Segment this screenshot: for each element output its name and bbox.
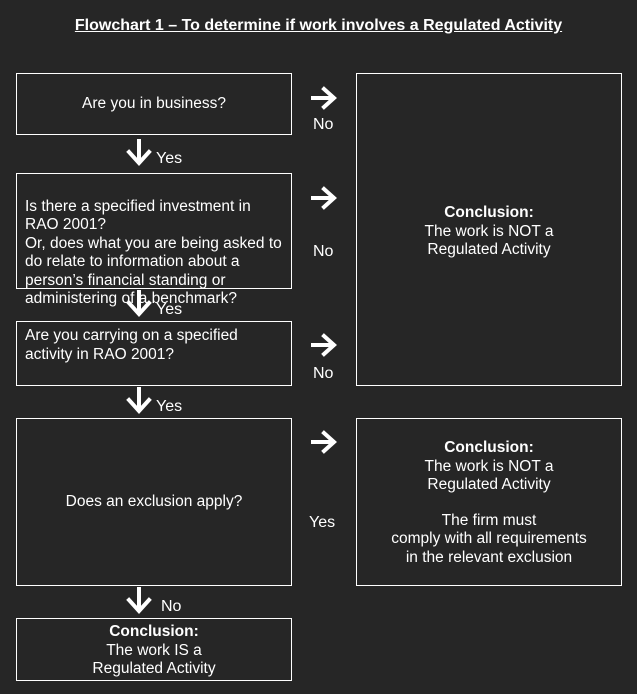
question-specified-investment: Is there a specified investment in RAO 2… — [16, 173, 292, 307]
yes-down-label-3: Yes — [156, 398, 183, 415]
conclusion-exclusion-line1: The work is NOT a — [424, 457, 554, 475]
conclusion-exclusion-line2: Regulated Activity — [427, 476, 551, 493]
yes-down-label-1: Yes — [156, 150, 183, 167]
arrow-down-icon — [126, 387, 152, 414]
conclusion-not-line1: The work is NOT a — [424, 222, 554, 240]
conclusion-not-regulated: Conclusion: The work is NOT a Regulated … — [356, 73, 622, 386]
conclusion-is-heading: Conclusion: — [109, 623, 199, 640]
arrow-down-icon — [126, 587, 152, 614]
conclusion-not-line2: Regulated Activity — [427, 241, 551, 258]
arrow-down-icon — [126, 139, 152, 166]
question-specified-activity-text: Are you carrying on a specified activity… — [25, 327, 238, 363]
conclusion-exclusion-heading: Conclusion: — [444, 439, 534, 456]
arrow-right-icon — [311, 186, 337, 210]
question-exclusion: Does an exclusion apply? — [16, 418, 292, 586]
conclusion-is-line2: Regulated Activity — [92, 660, 216, 677]
flowchart-title: Flowchart 1 – To determine if work invol… — [74, 17, 563, 34]
no-label-1: No — [313, 116, 334, 133]
question-specified-activity: Are you carrying on a specified activity… — [16, 321, 292, 386]
arrow-right-icon — [311, 86, 337, 110]
conclusion-is-regulated: Conclusion: The work IS a Regulated Acti… — [16, 618, 292, 681]
question-in-business: Are you in business? — [16, 73, 292, 135]
question-specified-investment-text: Is there a specified investment in RAO 2… — [25, 197, 282, 308]
arrow-right-icon — [311, 430, 337, 454]
arrow-right-icon — [311, 333, 337, 357]
yes-down-label-2: Yes — [156, 301, 183, 318]
question-exclusion-text: Does an exclusion apply? — [65, 492, 243, 510]
question-in-business-text: Are you in business? — [82, 94, 226, 112]
no-down-label-4: No — [161, 598, 182, 615]
conclusion-exclusion: Conclusion: The work is NOT a Regulated … — [356, 418, 622, 586]
yes-label-4: Yes — [309, 514, 336, 531]
conclusion-is-line1: The work IS a — [106, 641, 202, 659]
conclusion-exclusion-line3: The firm must — [441, 511, 537, 529]
no-label-3: No — [313, 365, 334, 382]
arrow-down-icon — [126, 290, 152, 317]
conclusion-exclusion-line5: in the relevant exclusion — [405, 548, 573, 566]
no-label-2: No — [313, 243, 334, 260]
conclusion-exclusion-line4: comply with all requirements — [391, 530, 587, 547]
conclusion-not-heading: Conclusion: — [444, 204, 534, 221]
